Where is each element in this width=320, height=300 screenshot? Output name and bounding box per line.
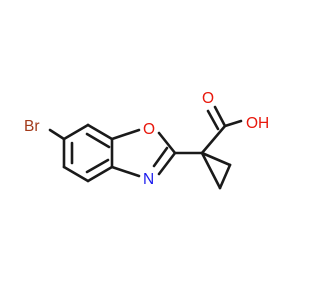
bond-c7a-o1 [110,128,141,141]
atom-bromine: Br [24,118,40,135]
bond-c4-c3 [62,165,90,183]
bond-c7-c6-inner [85,132,111,149]
bond-c3a-n3 [110,165,141,178]
bond-ccarb-o-double-inner [206,109,220,131]
bond-o1-c2 [157,131,177,155]
oxazole-ring [110,128,177,178]
benzene-ring [62,123,114,183]
bond-c6-c5 [62,123,90,141]
bond-cb-cq [200,151,222,190]
atom-carbonyl-oxygen: O [202,90,214,107]
bond-ccarb-oh [223,119,243,128]
molecule-structure: Br O N O OH [24,90,269,190]
bond-ccarb-o-double [213,105,227,128]
bond-c2-n3-inner [152,146,169,168]
atom-ring-nitrogen: N [143,171,154,188]
bond-cq-ca [200,151,232,167]
bond-c3-c3a [86,165,114,183]
carboxylic-acid [200,105,243,155]
bond-c3-c3a-inner [85,158,110,174]
bond-ca-cb [218,163,232,190]
bond-c6-br [48,128,66,141]
bond-c7-c6 [86,123,114,141]
bond-cq-ccarb [200,124,227,155]
bond-c2-n3 [157,151,177,176]
cyclopropane-ring [173,151,232,190]
atom-hydroxyl: OH [246,115,269,132]
atom-ring-oxygen: O [143,121,155,138]
